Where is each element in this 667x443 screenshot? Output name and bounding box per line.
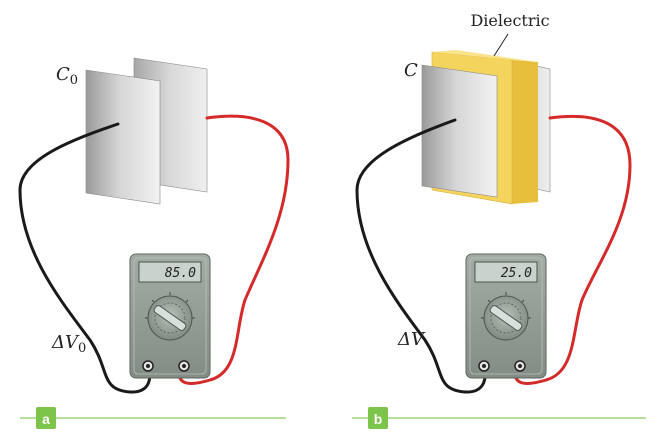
panel-a: C0 85.0 bbox=[18, 57, 290, 429]
panel-tag-label: b bbox=[374, 411, 383, 427]
meter-reading: 85.0 bbox=[165, 266, 196, 281]
dial-knob bbox=[153, 305, 187, 331]
meter-display bbox=[474, 261, 538, 283]
dielectric-slab-side bbox=[512, 60, 538, 204]
wire-black bbox=[355, 118, 487, 394]
dielectric-label: Dielectric bbox=[470, 11, 549, 30]
voltage-label: ΔV0 bbox=[51, 332, 86, 356]
meter-display bbox=[138, 261, 202, 283]
panel-tag bbox=[368, 407, 388, 429]
voltage-label: ΔV bbox=[397, 329, 426, 350]
capacitor-plate-front bbox=[85, 69, 161, 205]
capacitor-plate-front bbox=[421, 64, 498, 198]
dial-knob bbox=[489, 305, 523, 331]
panel-b: Dielectric C 25.0 bbox=[352, 11, 646, 429]
panel-tag bbox=[36, 407, 56, 429]
capacitor-label: C0 bbox=[56, 64, 78, 88]
wire-red bbox=[177, 114, 290, 385]
voltmeter: 85.0 bbox=[129, 253, 211, 379]
panel-tag-label: a bbox=[42, 411, 50, 427]
dielectric-slab-top bbox=[432, 50, 538, 62]
capacitor-label: C bbox=[404, 60, 418, 81]
wire-black bbox=[18, 122, 152, 394]
meter-reading: 25.0 bbox=[501, 266, 532, 281]
wire-red bbox=[513, 114, 632, 385]
dielectric-pointer bbox=[493, 33, 509, 57]
voltmeter: 25.0 bbox=[465, 253, 547, 379]
